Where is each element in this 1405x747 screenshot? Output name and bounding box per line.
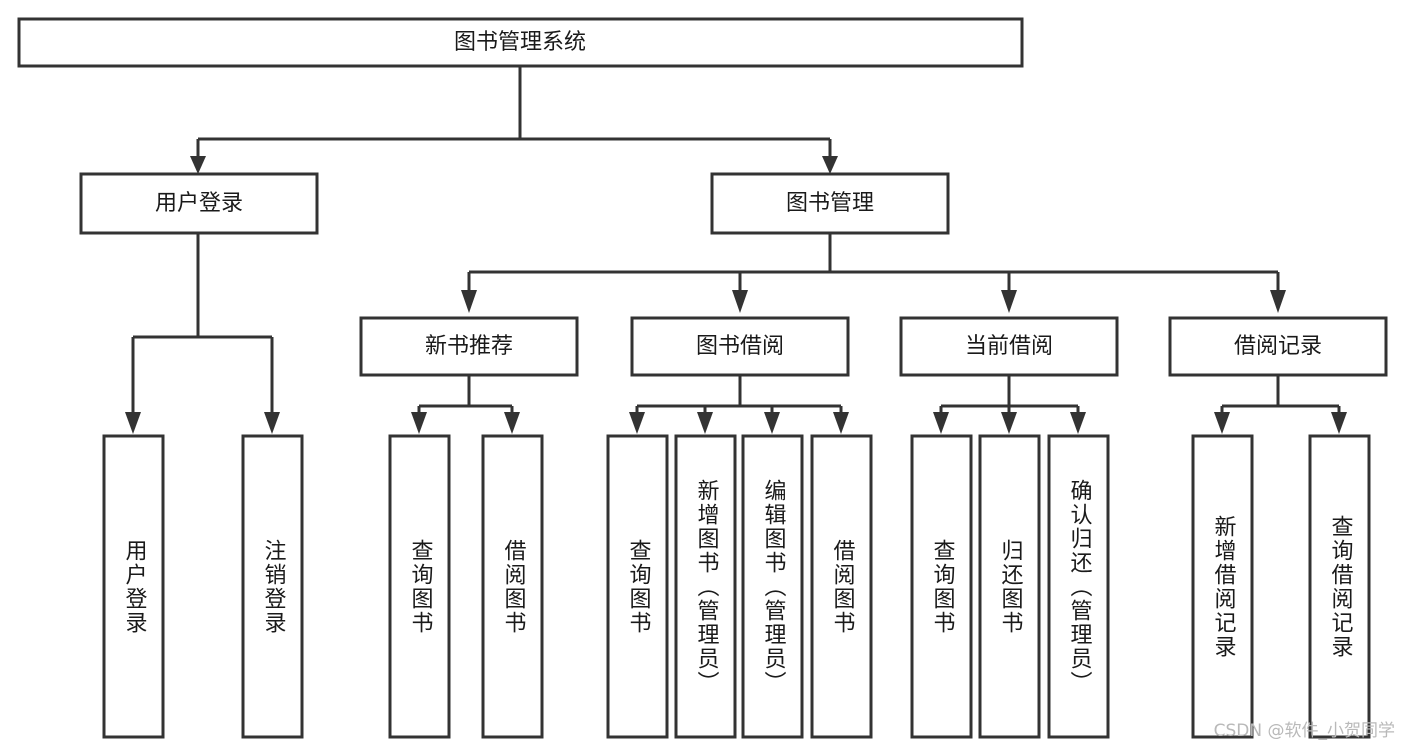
node-root-label: 图书管理系统: [454, 30, 586, 55]
node-book-borrow-box[interactable]: [630, 316, 850, 377]
node-leaf-13-box[interactable]: [1308, 434, 1371, 739]
arrow-to-new-book-rec: [461, 290, 477, 313]
arrow-to-leaf-9: [933, 412, 949, 434]
node-book-manage-label: 图书管理: [786, 191, 874, 216]
node-leaf-3-box[interactable]: [388, 434, 451, 739]
arrow-to-leaf-11: [1070, 412, 1086, 434]
node-user-login-box[interactable]: [79, 172, 319, 235]
node-new-book-rec[interactable]: 新书推荐: [359, 316, 579, 377]
arrow-to-leaf-10: [1001, 412, 1017, 434]
arrow-to-leaf-6: [697, 412, 713, 434]
node-user-login[interactable]: 用户登录: [79, 172, 319, 235]
node-leaf-9-box[interactable]: [910, 434, 973, 739]
arrow-to-leaf-7: [764, 412, 780, 434]
arrow-to-leaf-1: [125, 412, 141, 434]
arrow-to-borrow-record: [1270, 290, 1286, 313]
node-new-book-rec-label: 新书推荐: [425, 334, 513, 359]
arrow-to-leaf-13: [1331, 412, 1347, 434]
arrow-to-book-borrow: [732, 290, 748, 313]
arrow-to-leaf-2: [264, 412, 280, 434]
node-current-borrow[interactable]: 当前借阅: [899, 316, 1119, 377]
arrow-to-current-borrow: [1001, 290, 1017, 313]
node-user-login-label: 用户登录: [155, 191, 243, 216]
arrow-to-leaf-12: [1214, 412, 1230, 434]
node-borrow-record[interactable]: 借阅记录: [1168, 316, 1388, 377]
node-book-borrow[interactable]: 图书借阅: [630, 316, 850, 377]
node-leaf-11-box[interactable]: [1047, 434, 1110, 739]
node-root-box[interactable]: [17, 17, 1024, 68]
arrow-to-leaf-5: [629, 412, 645, 434]
node-leaf-8-box[interactable]: [810, 434, 873, 739]
node-leaf-2-box[interactable]: [241, 434, 304, 739]
node-root[interactable]: 图书管理系统: [17, 17, 1024, 68]
arrow-to-leaf-8: [833, 412, 849, 434]
node-leaf-7-box[interactable]: [741, 434, 804, 739]
node-leaf-10-box[interactable]: [978, 434, 1041, 739]
node-leaf-4-box[interactable]: [481, 434, 544, 739]
node-current-borrow-label: 当前借阅: [965, 334, 1053, 359]
node-current-borrow-box[interactable]: [899, 316, 1119, 377]
node-leaf-5-box[interactable]: [606, 434, 669, 739]
node-book-manage-box[interactable]: [710, 172, 950, 235]
node-leaf-1-box[interactable]: [102, 434, 165, 739]
node-book-manage[interactable]: 图书管理: [710, 172, 950, 235]
node-book-borrow-label: 图书借阅: [696, 334, 784, 359]
arrow-to-leaf-4: [504, 412, 520, 434]
arrow-to-book-manage: [822, 156, 838, 174]
arrow-to-leaf-3: [411, 412, 427, 434]
arrow-to-user-login: [190, 156, 206, 174]
node-new-book-rec-box[interactable]: [359, 316, 579, 377]
node-borrow-record-box[interactable]: [1168, 316, 1388, 377]
node-borrow-record-label: 借阅记录: [1234, 334, 1322, 359]
node-leaf-6-box[interactable]: [674, 434, 737, 739]
node-leaf-12-box[interactable]: [1191, 434, 1254, 739]
connector-layer: [125, 66, 1347, 434]
